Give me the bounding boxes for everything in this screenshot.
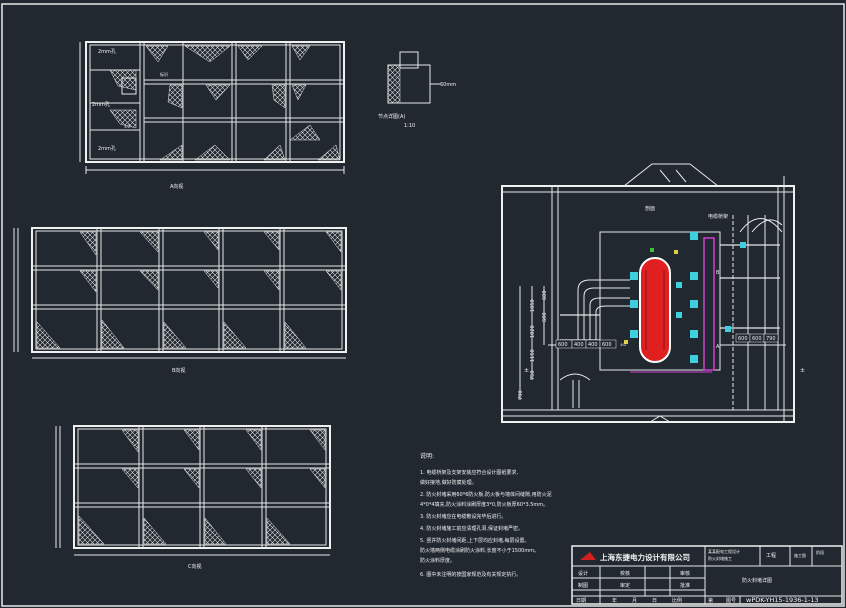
notes-heading: 说明:: [420, 452, 434, 460]
notes: 说明: 1. 电缆桥架及支架安装应符合设计图纸要求, 做好接地,做好防腐处理。 …: [420, 452, 552, 578]
note-line-1: 1. 电缆桥架及支架安装应符合设计图纸要求,: [420, 469, 518, 476]
note-line-9: 防火涂料厚度。: [420, 557, 455, 564]
plan-a-view: 2mm孔 2mm孔 2mm孔 标识 ±0 A向视: [79, 41, 345, 190]
drawing-border: [1, 3, 845, 607]
elev-mark-1: ±: [524, 367, 529, 374]
row2-col2: 审定: [620, 582, 630, 589]
stage-value: 施工图: [794, 552, 806, 558]
dim-h-4: 600: [602, 342, 612, 348]
section-view: 1050 600 1020 600 1150 790 750 600 400 4…: [501, 163, 805, 423]
dim-vert-3: 1020: [530, 325, 536, 338]
detail-caption-2: 1:10: [404, 123, 415, 129]
row2-col1: 制图: [578, 582, 588, 589]
gap-label-mid: 2mm孔: [92, 101, 110, 108]
section-title: 剖面: [645, 205, 655, 212]
note-line-6: 4. 防火封堵施工前应清理孔洞,保证封堵严密。: [420, 525, 523, 532]
row1-col3: 审核: [680, 570, 690, 577]
company-logo-icon: [580, 552, 596, 560]
note-line-10: 6. 图中未注明的按国家规范及有关规定执行。: [420, 571, 521, 578]
elev-mark-2: ±: [800, 367, 805, 374]
dim-vert-2: 600: [542, 290, 548, 300]
note-line-8: 防火墙两侧电缆涂刷防火涂料,长度不小于1500mm。: [420, 547, 539, 554]
dim-vert-7: 750: [530, 370, 536, 380]
note-line-7: 5. 竖井防火封堵间距,上下层均应封堵,每层设置。: [420, 537, 530, 544]
dim-h-1: 600: [558, 342, 568, 348]
detail-dim: 60mm: [440, 82, 456, 88]
mark-a: A: [716, 344, 720, 350]
mark-b: B: [716, 270, 720, 276]
dim-vert-6: 790: [518, 390, 524, 400]
drawing-number: wPDK-YH15-1936-1-13: [746, 596, 819, 604]
plan-c-view: C向视: [55, 425, 331, 570]
dim-h-2: 400: [574, 342, 584, 348]
node-detail: 60mm 节点详图(A) 1:10: [378, 51, 456, 129]
row1-col2: 校核: [620, 570, 630, 577]
gap-label-bottom: 2mm孔: [98, 145, 116, 152]
dim-vert-5: 1150: [530, 349, 536, 362]
row3-col2: 年: [612, 597, 617, 604]
dim-h-7: 790: [766, 336, 776, 342]
company-name: 上海东捷电力设计有限公司: [600, 552, 690, 562]
row2-col3: 批准: [680, 582, 690, 589]
gap-label-top: 2mm孔: [98, 48, 116, 55]
stage-label: 工程: [766, 552, 776, 559]
detail-caption-1: 节点详图(A): [378, 113, 405, 120]
title-block: 上海东捷电力设计有限公司 某某配电工程设计 防火封堵施工 工程 施工图 阶段 设…: [571, 545, 843, 605]
plan-b-view: B向视: [13, 227, 347, 374]
page-label: 第: [708, 597, 713, 604]
plan-c-label: C向视: [188, 563, 202, 570]
row3-col1: 日期: [576, 598, 586, 604]
plan-b-label: B向视: [172, 367, 185, 374]
dim-vert-4: 600: [542, 312, 548, 322]
number-label: 图号: [726, 598, 736, 604]
row3-col5: 比例: [672, 597, 682, 604]
row3-col4: 日: [652, 598, 657, 604]
project-line-1: 某某配电工程设计: [708, 548, 740, 554]
level-label: ±0: [124, 124, 130, 129]
plan-a-label: A向视: [170, 183, 183, 190]
row1-col1: 设计: [578, 570, 588, 577]
stage-extra: 阶段: [816, 549, 824, 555]
project-line-2: 防火封堵施工: [708, 555, 732, 561]
dim-vert-1: 1050: [530, 299, 536, 312]
sign-label: 标识: [160, 71, 168, 77]
dim-h-6: 600: [752, 336, 762, 342]
drawing-title: 防火封堵详图: [742, 577, 772, 584]
level-mark: ±0: [620, 342, 626, 347]
dim-h-5: 600: [738, 336, 748, 342]
note-line-3: 2. 防火封堵采用60*6防火板,防火板与墙体间缝隙,用防火泥: [420, 491, 552, 498]
note-line-2: 做好接地,做好防腐处理。: [420, 479, 477, 486]
note-line-4: 4*0*4填充,防火涂料涂刷厚度3*0,防火板厚60*3.5mm。: [420, 501, 548, 508]
top-right-label: 电缆桥架: [708, 213, 728, 220]
row3-col3: 月: [632, 598, 637, 604]
note-line-5: 3. 防火封堵应在电缆敷设完毕后进行。: [420, 513, 506, 520]
dim-h-3: 400: [588, 342, 598, 348]
